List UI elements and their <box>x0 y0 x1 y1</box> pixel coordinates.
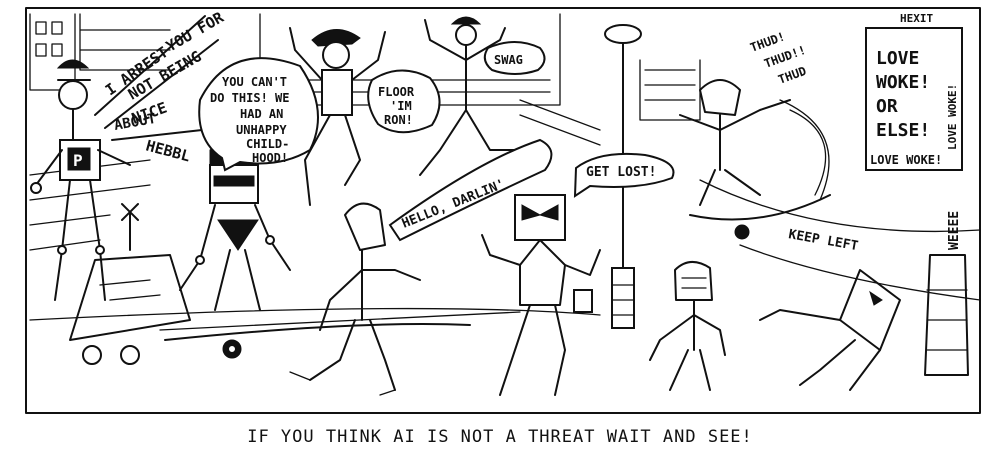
police-text-5: ABOUT <box>113 111 157 134</box>
swag-bubble: SWAG <box>483 41 546 75</box>
floor-bubble: FLOOR 'IM RON! <box>367 69 441 134</box>
skater-robot <box>679 79 831 240</box>
rapper-robot <box>179 140 291 311</box>
get-lost-bubble: GET LOST! <box>573 152 675 198</box>
rapper-text-1: YOU CAN'T <box>222 75 287 89</box>
sign-line-3: OR <box>876 96 898 117</box>
street-lines <box>29 179 981 331</box>
floor-text-2: 'IM <box>390 99 412 113</box>
lady-robot <box>289 202 421 396</box>
get-lost-text: GET LOST! <box>586 165 656 180</box>
caption-text: IF YOU THINK AI IS NOT A THREAT WAIT AND… <box>247 427 753 447</box>
rapper-text-4: UNHAPPY <box>236 123 287 137</box>
police-badge-letter: P <box>73 151 83 170</box>
sign-line-2: WOKE! <box>876 72 930 93</box>
sign-line-4: ELSE! <box>876 120 930 141</box>
cart-robot <box>69 203 191 365</box>
rapper-text-6: HOOD! <box>252 151 288 165</box>
thud-text: THUD! THUD!! THUD <box>748 29 808 87</box>
hat-robot <box>419 16 516 176</box>
weee-text: WEEEE <box>947 211 962 250</box>
street-lamp <box>604 24 642 329</box>
police-text-6: HEBBL <box>144 136 192 165</box>
rapper-bubble: YOU CAN'T DO THIS! WE HAD AN UNHAPPY CHI… <box>198 57 319 172</box>
dancing-robot <box>289 27 386 206</box>
rapper-text-3: HAD AN <box>240 107 283 121</box>
thud-3: THUD <box>776 64 808 87</box>
keep-left-text: KEEP LEFT <box>787 227 859 254</box>
skateboard <box>164 323 471 359</box>
floor-text-3: RON! <box>384 113 413 127</box>
boxy-robot <box>481 194 601 396</box>
police-robot: P <box>30 59 131 301</box>
top-right-scrawl: HEXIT <box>900 12 933 25</box>
sign-footer: LOVE WOKE! <box>870 153 942 167</box>
floor-text-1: FLOOR <box>378 85 415 99</box>
rapper-text-5: CHILD- <box>246 137 289 151</box>
fallen-robot <box>759 254 969 391</box>
sign-line-1: LOVE <box>876 48 919 69</box>
love-woke-sign: LOVE WOKE! OR ELSE! LOVE WOKE! LOVE WOKE… <box>865 27 963 171</box>
sign-side: LOVE WOKE! <box>946 84 959 150</box>
panel-border <box>25 7 981 414</box>
swag-text: SWAG <box>494 53 523 67</box>
small-robot <box>649 261 726 391</box>
rapper-text-2: DO THIS! WE <box>210 91 289 105</box>
